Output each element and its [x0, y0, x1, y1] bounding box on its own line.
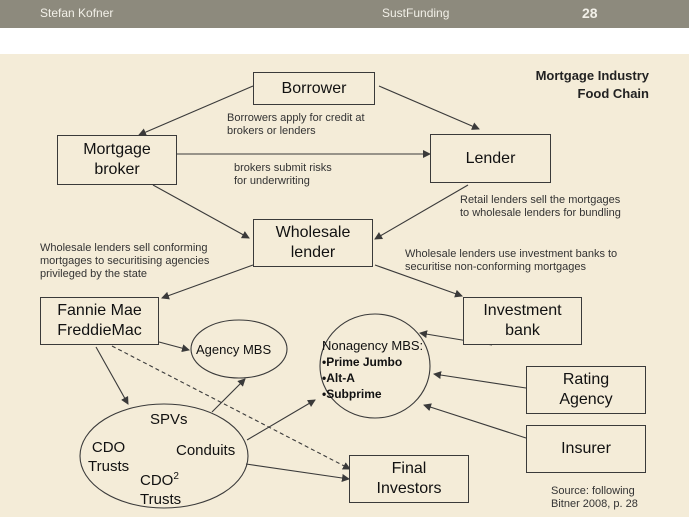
arrow-wholesale-fannie [161, 264, 254, 300]
cdo2-trusts-line2: Trusts [140, 491, 182, 508]
arrow-insurer-nonagency [423, 403, 527, 439]
cdo2-trusts-label: CDO2 Trusts [140, 467, 181, 509]
cdo-trusts-line2: Trusts [88, 458, 130, 475]
diagram-title: Mortgage Industry Food Chain [536, 67, 649, 103]
cdo-trusts-label: CDO Trusts [88, 438, 129, 476]
wholesale-lender-line1: Wholesale [275, 224, 351, 241]
lender-label: Lender [465, 149, 516, 167]
rating-agency-line2: Agency [559, 391, 613, 408]
fannie-freddie-line2: FreddieMac [57, 322, 142, 339]
rating-agency-line1: Rating [562, 371, 610, 388]
lender-box: Lender [430, 134, 551, 183]
annotation-line: Retail lenders sell the mortgages [460, 194, 621, 206]
annotation-line: Wholesale lenders use investment banks t… [405, 248, 618, 260]
investment-bank-line1: Investment [483, 302, 562, 319]
arrow-fannie-agency [158, 341, 190, 353]
rating-agency-box: Rating Agency [526, 366, 646, 414]
arrow-borrower-broker [138, 85, 254, 136]
spvs-label: SPVs [150, 411, 188, 428]
cdo2-text: CDO [140, 472, 174, 489]
annotation-line: Wholesale lenders sell conforming [40, 242, 208, 254]
header-white-band [0, 28, 689, 54]
insurer-label: Insurer [561, 440, 611, 457]
header-bar: Stefan Kofner SustFunding 28 [0, 0, 689, 28]
nonagency-item: •Alt-A [322, 371, 355, 385]
final-investors-box: Final Investors [349, 455, 469, 503]
title-line-2: Food Chain [577, 86, 650, 101]
final-investors-line1: Final [391, 460, 427, 477]
annotation-line: mortgages to securitising agencies [40, 255, 210, 267]
arrow-spv-final [245, 463, 350, 482]
annotation-wholesale-sell: Wholesale lenders sell conforming mortga… [40, 242, 209, 281]
annotation-line: to wholesale lenders for bundling [460, 207, 621, 219]
nonagency-item: •Subprime [322, 387, 382, 401]
wholesale-lender-line2: lender [290, 244, 336, 261]
source-line-1: Source: following [551, 485, 635, 497]
source-note: Source: following Bitner 2008, p. 28 [551, 485, 638, 511]
wholesale-lender-box: Wholesale lender [253, 219, 373, 267]
header-author: Stefan Kofner [40, 6, 114, 20]
arrow-fannie-spv [95, 346, 129, 405]
investment-bank-line2: bank [505, 322, 540, 339]
arrow-fannie-final-dashed [111, 345, 351, 470]
insurer-box: Insurer [526, 425, 646, 473]
investment-bank-box: Investment bank [463, 297, 582, 345]
final-investors-line2: Investors [376, 480, 442, 497]
annotation-line: securitise non-conforming mortgages [405, 261, 586, 273]
spv-ellipse [79, 403, 249, 509]
fannie-freddie-line1: Fannie Mae [57, 302, 142, 319]
cdo2-superscript: 2 [173, 471, 179, 482]
source-line-2: Bitner 2008, p. 28 [551, 498, 638, 510]
title-line-1: Mortgage Industry [535, 68, 649, 83]
borrower-box: Borrower [253, 72, 375, 105]
annotation-brokers-submit: brokers submit risks for underwriting [234, 162, 332, 188]
annotation-line: Borrowers apply for credit at [227, 112, 365, 124]
arrow-lender-wholesale [374, 184, 469, 240]
mortgage-broker-box: Mortgage broker [57, 135, 177, 185]
arrow-spv-agency [211, 378, 246, 413]
arrow-broker-wholesale [152, 184, 250, 239]
annotation-line: for underwriting [234, 175, 310, 187]
annotation-wholesale-invest: Wholesale lenders use investment banks t… [405, 248, 617, 274]
cdo-trusts-line1: CDO [91, 439, 126, 456]
annotation-borrowers-apply: Borrowers apply for credit at brokers or… [227, 112, 365, 138]
nonagency-item: •Prime Jumbo [322, 355, 403, 369]
arrow-wholesale-investment [374, 264, 463, 298]
nonagency-mbs-ellipse [319, 313, 431, 419]
borrower-label: Borrower [281, 79, 347, 97]
annotation-retail-lenders: Retail lenders sell the mortgages to who… [460, 194, 621, 220]
arrow-borrower-lender [378, 85, 480, 130]
mortgage-broker-line2: broker [94, 161, 140, 178]
header-course: SustFunding [382, 6, 450, 20]
nonagency-mbs-text: Nonagency MBS: •Prime Jumbo •Alt-A •Subp… [322, 338, 423, 402]
conduits-label: Conduits [176, 442, 236, 459]
mortgage-broker-line1: Mortgage [83, 141, 151, 158]
annotation-line: brokers or lenders [227, 125, 316, 137]
nonagency-mbs-title: Nonagency MBS: [322, 338, 424, 353]
annotation-line: brokers submit risks [234, 162, 332, 174]
arrow-spv-nonagency [246, 399, 316, 441]
agency-mbs-ellipse [190, 319, 288, 379]
arrow-rating-nonagency [433, 371, 527, 389]
page-number: 28 [582, 5, 598, 21]
fannie-freddie-box: Fannie Mae FreddieMac [40, 297, 159, 345]
annotation-line: privileged by the state [40, 268, 148, 280]
agency-mbs-label: Agency MBS [196, 342, 272, 357]
